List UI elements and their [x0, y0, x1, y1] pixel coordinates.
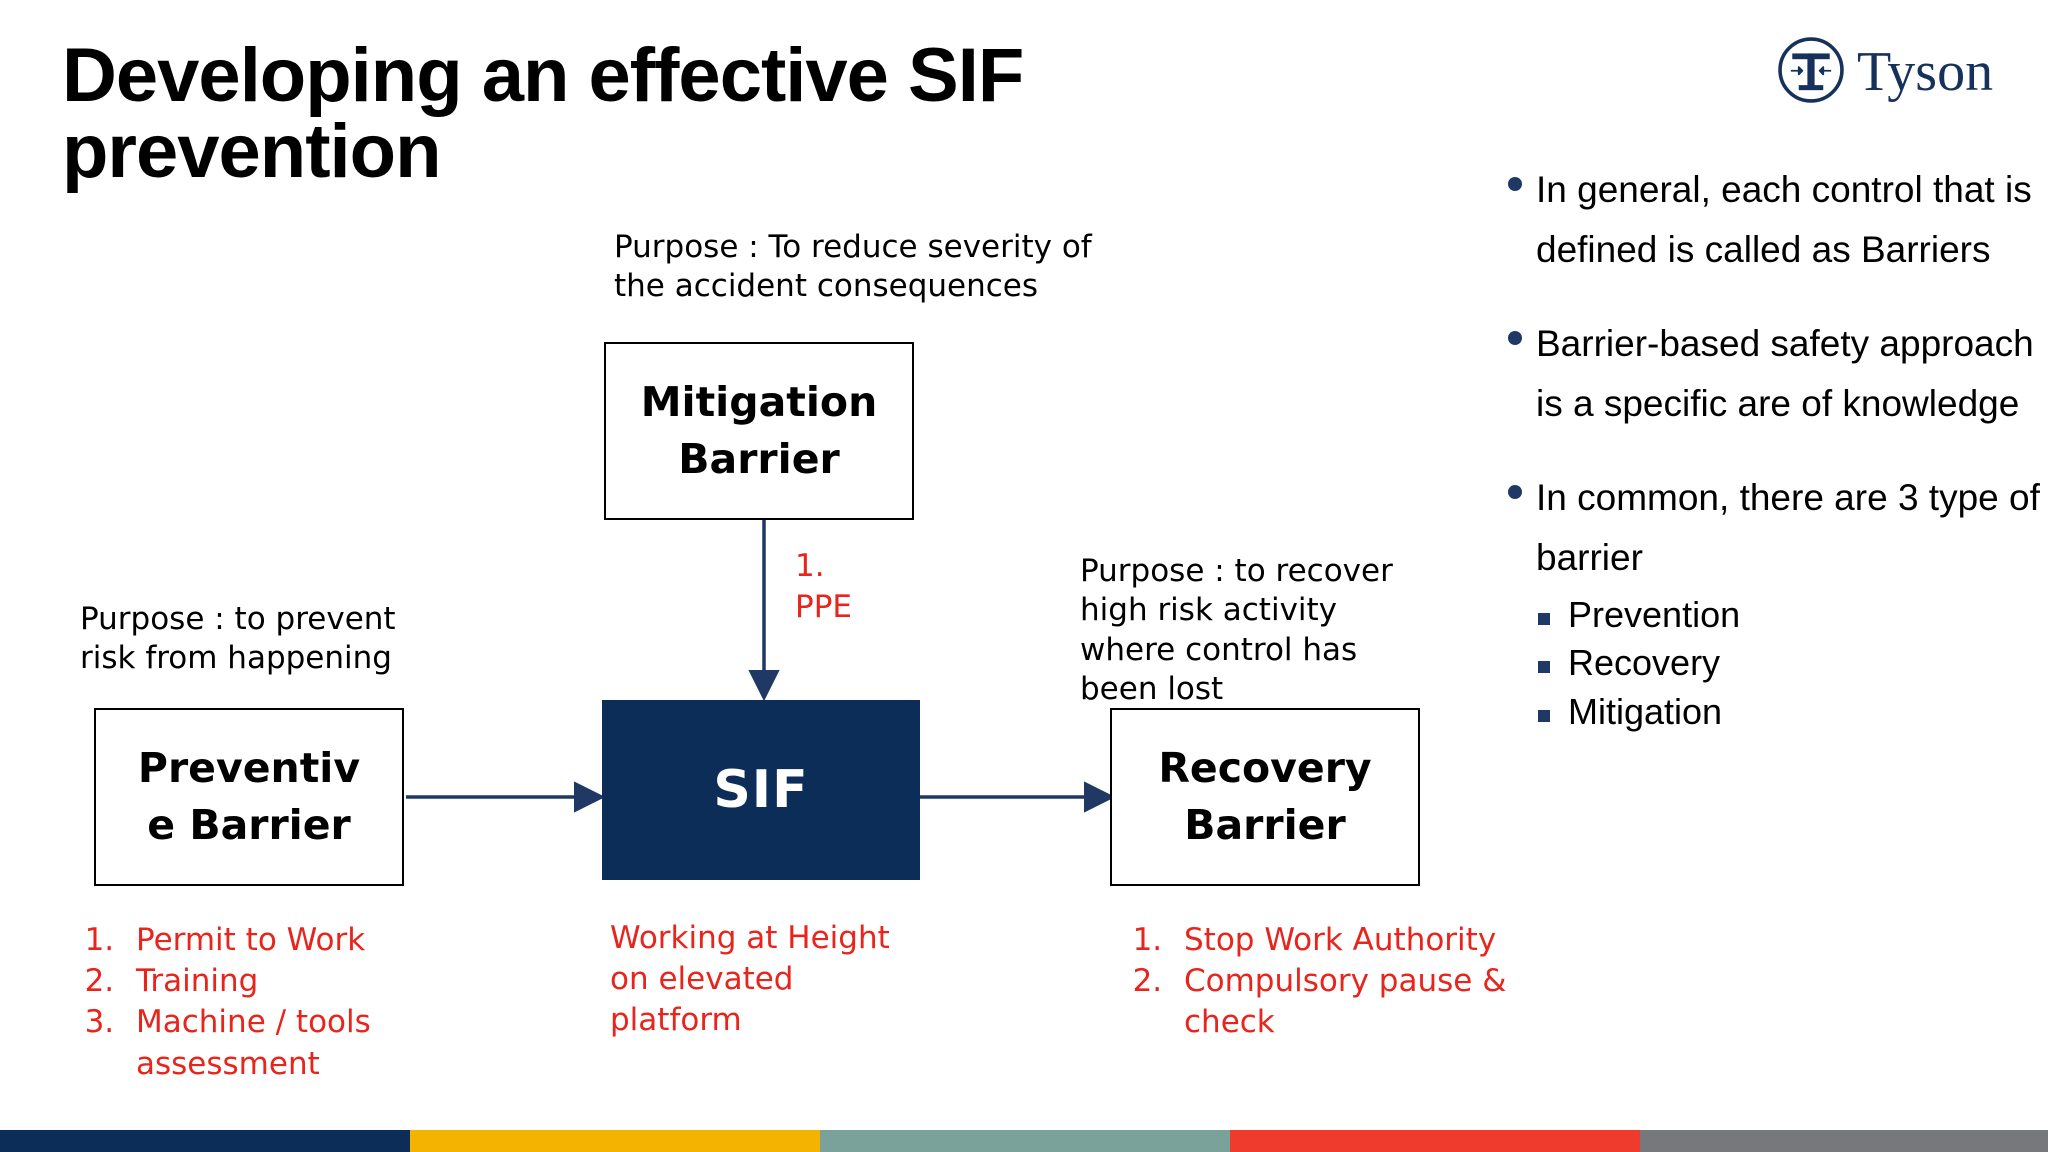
preventive-purpose-text: Purpose : to prevent risk from happening — [80, 601, 396, 677]
page-title: Developing an effective SIF prevention — [62, 33, 1024, 194]
footer-bar-segment-gray — [1640, 1130, 2048, 1152]
footer-bar-segment-red — [1230, 1130, 1640, 1152]
bullet-text: Barrier-based safety approach is a speci… — [1536, 322, 2034, 424]
sub-list-item: Prevention — [1490, 592, 2048, 639]
bullet-square-icon — [1490, 592, 1568, 625]
sif-box[interactable]: SIF — [602, 700, 920, 880]
list-item: In general, each control that is defined… — [1490, 160, 2048, 280]
list-item: Barrier-based safety approach is a speci… — [1490, 314, 2048, 434]
bullet-dot-icon — [1490, 160, 1536, 191]
footer-bar-segment-sage — [820, 1130, 1230, 1152]
sub-bullet-text: Mitigation — [1568, 691, 1723, 733]
sub-bullet-text: Recovery — [1568, 642, 1721, 684]
footer-bar-segment-amber — [410, 1130, 820, 1152]
mitigation-barrier-box[interactable]: Mitigation Barrier — [604, 342, 914, 520]
tyson-logo: Tyson — [1775, 30, 2020, 110]
recovery-barrier-box[interactable]: Recovery Barrier — [1110, 708, 1420, 886]
sub-list-item: Mitigation — [1490, 689, 2048, 736]
list-item: Machine / tools assessment — [124, 1002, 472, 1084]
recovery-controls-list: Stop Work Authority Compulsory pause & c… — [1120, 920, 1540, 1044]
footer-color-bar — [0, 1130, 2048, 1152]
bullet-dot-icon — [1490, 314, 1536, 345]
tyson-wordmark: Tyson — [1857, 41, 1994, 103]
bullet-square-icon — [1490, 640, 1568, 674]
mitigation-purpose-text: Purpose : To reduce severity of the acci… — [614, 229, 1092, 305]
bullet-text: In general, each control that is defined… — [1536, 169, 2032, 270]
list-item: Compulsory pause & check — [1172, 961, 1540, 1043]
bullet-square-icon — [1490, 689, 1568, 723]
preventive-controls-list: Permit to Work Training Machine / tools … — [72, 920, 472, 1085]
list-item: Training — [124, 961, 472, 1002]
sub-bullet-text: Prevention — [1568, 593, 1741, 635]
preventive-barrier-box[interactable]: Preventiv e Barrier — [94, 708, 404, 886]
bullet-text: In common, there are 3 type of barrier — [1536, 476, 2040, 578]
sub-list-item: Recovery — [1490, 640, 2048, 687]
recovery-purpose-text: Purpose : to recover high risk activity … — [1080, 553, 1393, 708]
tyson-t-circle-icon — [1778, 37, 1844, 103]
list-item: Stop Work Authority — [1172, 920, 1540, 961]
sif-caption-text: Working at Height on elevated platform — [610, 920, 890, 1039]
notes-bullet-list: In general, each control that is defined… — [1490, 160, 2048, 736]
list-item: In common, there are 3 type of barrier — [1490, 468, 2048, 588]
footer-bar-segment-navy — [0, 1130, 410, 1152]
mitigation-controls-text: 1. PPE — [795, 548, 852, 626]
list-item: Permit to Work — [124, 920, 472, 961]
bullet-dot-icon — [1490, 468, 1536, 499]
